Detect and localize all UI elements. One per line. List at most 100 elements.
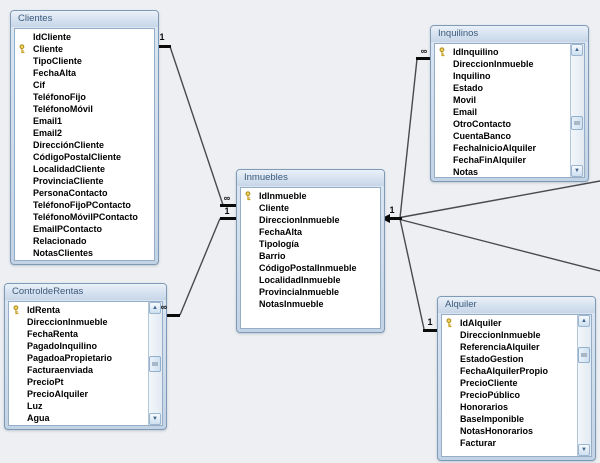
field-row[interactable]: ProvinciaInmueble [241, 286, 380, 298]
field-row[interactable]: Email2 [15, 127, 154, 139]
field-name: TeléfonoFijo [33, 92, 86, 102]
field-row[interactable]: TeléfonoFijo [15, 91, 154, 103]
field-row[interactable]: EmailPContacto [15, 223, 154, 235]
scroll-up-icon[interactable]: ▲ [571, 44, 583, 56]
field-row[interactable]: NotasInmueble [241, 298, 380, 310]
scroll-down-icon[interactable]: ▼ [571, 165, 583, 177]
field-row[interactable]: IdCliente [15, 31, 154, 43]
field-row[interactable]: PersonaContacto [15, 187, 154, 199]
field-row[interactable]: TeléfonoMóvilPContacto [15, 211, 154, 223]
field-name: Honorarios [460, 402, 509, 412]
relationship-line[interactable] [399, 218, 600, 272]
table-title[interactable]: Inquilinos [431, 26, 588, 42]
field-row[interactable]: Cliente [241, 202, 380, 214]
field-row[interactable]: PrecioAlquiler [9, 388, 162, 400]
field-row[interactable]: TeléfonoMóvil [15, 103, 154, 115]
field-row[interactable]: PagadoInquilino [9, 340, 162, 352]
field-row[interactable]: IdAlquiler [442, 317, 591, 329]
field-name: FechaRenta [27, 329, 79, 339]
field-row[interactable]: FechaRenta [9, 328, 162, 340]
field-row[interactable]: LocalidadCliente [15, 163, 154, 175]
scroll-down-icon[interactable]: ▼ [578, 444, 590, 456]
field-row[interactable]: ProvinciaCliente [15, 175, 154, 187]
field-row[interactable]: Notas [435, 166, 584, 177]
field-row[interactable]: Estado [435, 82, 584, 94]
field-name: PrecioPt [27, 377, 64, 387]
scroll-thumb[interactable] [149, 356, 161, 372]
field-row[interactable]: DireccionInmueble [9, 316, 162, 328]
field-row[interactable]: PagadoaPropietario [9, 352, 162, 364]
field-row[interactable]: TeléfonoFijoPContacto [15, 199, 154, 211]
field-row[interactable]: Email1 [15, 115, 154, 127]
field-row[interactable]: DireccionInmueble [241, 214, 380, 226]
scroll-thumb[interactable] [571, 116, 583, 130]
field-row[interactable]: Cliente [15, 43, 154, 55]
field-row[interactable]: Luz [9, 400, 162, 412]
field-row[interactable]: IdInquilino [435, 46, 584, 58]
table-title[interactable]: Inmuebles [237, 170, 384, 186]
field-row[interactable]: Agua [9, 412, 162, 424]
field-row[interactable]: Inquilino [435, 70, 584, 82]
field-row[interactable]: Cif [15, 79, 154, 91]
field-row[interactable]: TipoCliente [15, 55, 154, 67]
table-title[interactable]: ControldeRentas [5, 284, 166, 300]
field-row[interactable]: DireccionInmueble [442, 329, 591, 341]
field-row[interactable]: PrecioPt [9, 376, 162, 388]
field-name: ProvinciaInmueble [259, 287, 340, 297]
scrollbar[interactable]: ▲ ▼ [577, 315, 591, 456]
field-row[interactable]: BaseImponible [442, 413, 591, 425]
field-name: IdInquilino [453, 47, 499, 57]
field-row[interactable]: Facturar [442, 437, 591, 449]
table-title[interactable]: Alquiler [438, 297, 595, 313]
field-row[interactable]: FechaAlquilerPropio [442, 365, 591, 377]
cardinality-segment [416, 57, 431, 60]
relationship-line[interactable] [399, 180, 600, 219]
table-title[interactable]: Clientes [11, 11, 158, 27]
scroll-down-icon[interactable]: ▼ [149, 413, 161, 425]
field-row[interactable]: CódigoPostalCliente [15, 151, 154, 163]
cardinality-segment [389, 217, 402, 220]
field-row[interactable]: CuentaBanco [435, 130, 584, 142]
field-row[interactable]: OtroContacto [435, 118, 584, 130]
field-row[interactable]: DirecciónCliente [15, 139, 154, 151]
field-row[interactable]: LocalidadInmueble [241, 274, 380, 286]
field-row[interactable]: Movil [435, 94, 584, 106]
field-row[interactable]: CódigoPostalInmueble [241, 262, 380, 274]
field-row[interactable]: Honorarios [442, 401, 591, 413]
field-row[interactable]: FechaAlta [241, 226, 380, 238]
scrollbar[interactable]: ▲ ▼ [570, 44, 584, 177]
relationship-line[interactable] [169, 46, 224, 206]
field-row[interactable]: FechaFinAlquiler [435, 154, 584, 166]
scroll-up-icon[interactable]: ▲ [149, 302, 161, 314]
join-arrow-icon [381, 214, 390, 223]
scrollbar[interactable]: ▲ ▼ [148, 302, 162, 425]
field-row[interactable]: EstadoGestion [442, 353, 591, 365]
field-row[interactable]: DireccionInmueble [435, 58, 584, 70]
field-row[interactable]: Relacionado [15, 235, 154, 247]
relationship-line[interactable] [179, 218, 221, 316]
field-row[interactable]: Tipología [241, 238, 380, 250]
field-row[interactable]: FechaInicioAlquiler [435, 142, 584, 154]
field-row[interactable]: Barrio [241, 250, 380, 262]
scroll-thumb[interactable] [578, 347, 590, 363]
field-row[interactable]: PrecioPúblico [442, 389, 591, 401]
relationship-line[interactable] [399, 58, 418, 219]
relationship-line[interactable] [399, 218, 425, 330]
field-row[interactable]: Email [435, 106, 584, 118]
scroll-up-icon[interactable]: ▲ [578, 315, 590, 327]
field-row[interactable]: FechaAlta [15, 67, 154, 79]
field-row[interactable]: PrecioCliente [442, 377, 591, 389]
field-row[interactable]: ReferenciaAlquiler [442, 341, 591, 353]
field-row[interactable]: Facturaenviada [9, 364, 162, 376]
field-row[interactable]: NotasHonorarios [442, 425, 591, 437]
field-row[interactable]: IdInmueble [241, 190, 380, 202]
field-row[interactable]: IdRenta [9, 304, 162, 316]
field-row[interactable]: NotasClientes [15, 247, 154, 259]
